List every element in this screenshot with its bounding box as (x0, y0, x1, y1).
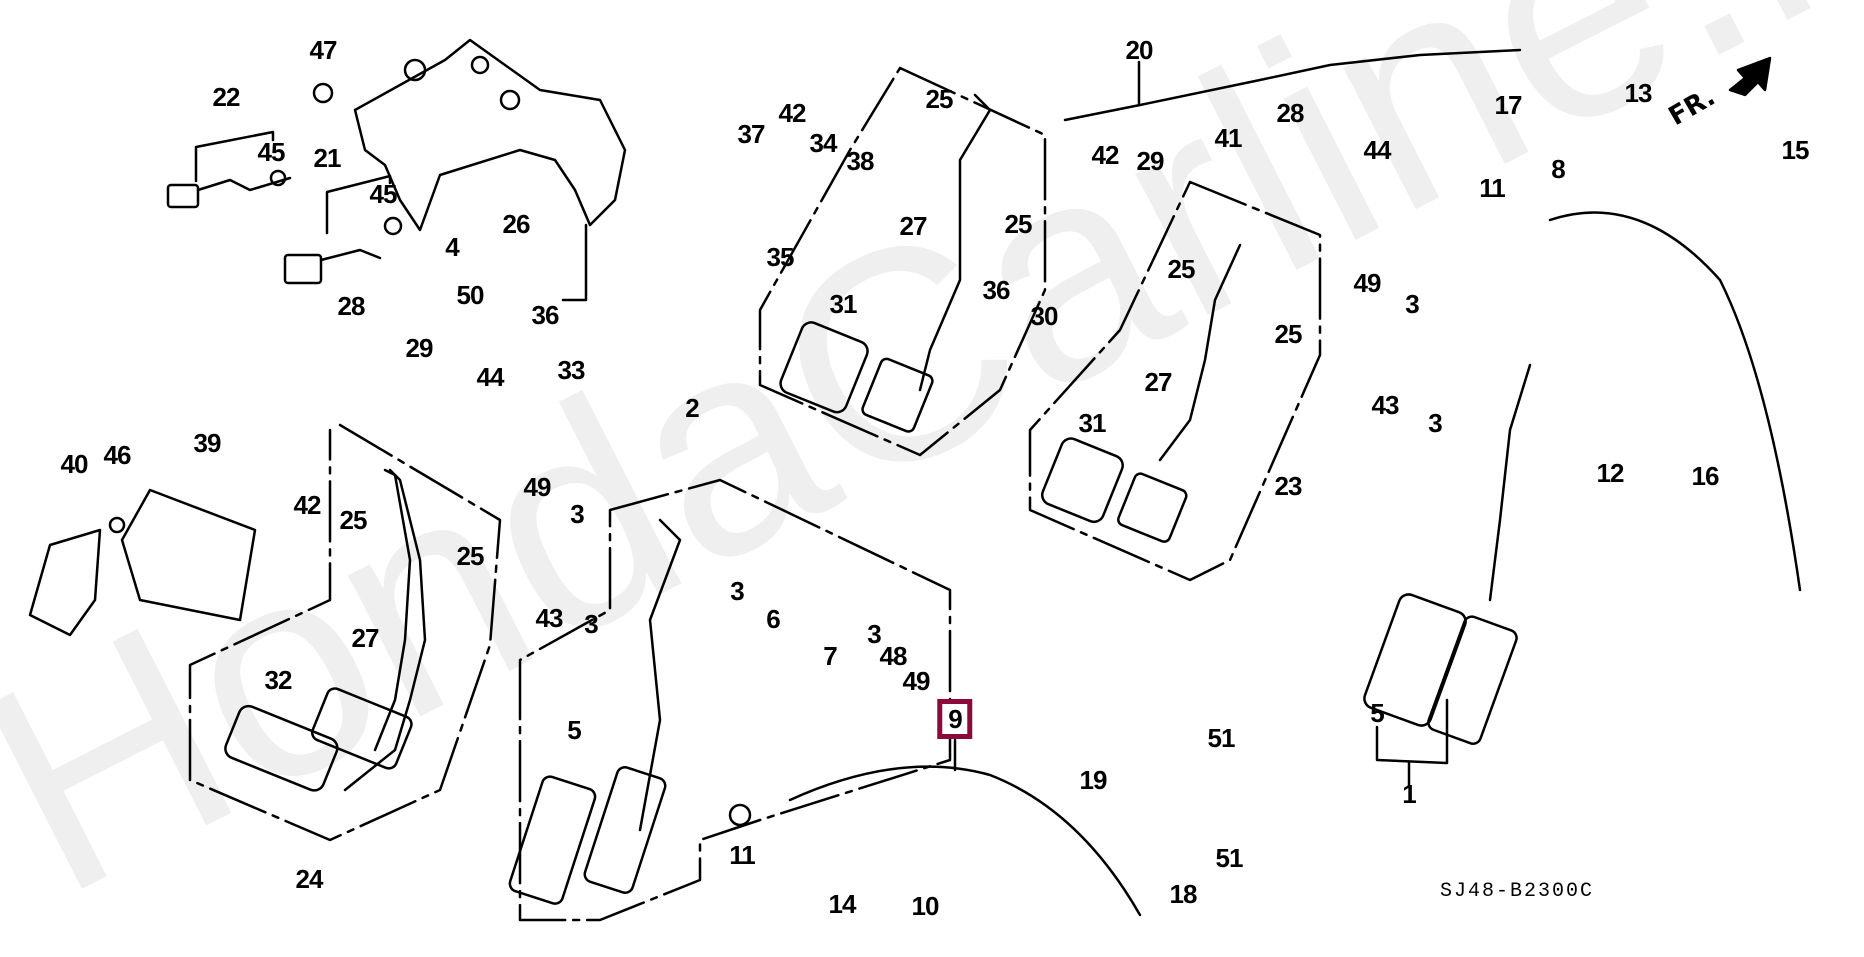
clutch-cable-part[interactable] (1063, 48, 1522, 122)
part-callout[interactable]: 12 (1596, 458, 1625, 488)
part-callout[interactable]: 36 (982, 275, 1011, 305)
part-callout[interactable]: 25 (1004, 209, 1033, 239)
part-callout[interactable]: 25 (456, 541, 485, 571)
part-callout[interactable]: 42 (778, 98, 807, 128)
part-callout[interactable]: 19 (1079, 765, 1108, 795)
part-callout[interactable]: 51 (1207, 723, 1236, 753)
part-callout[interactable]: 5 (567, 715, 582, 745)
part-callout[interactable]: 16 (1691, 461, 1720, 491)
part-callout[interactable]: 3 (1428, 408, 1443, 438)
part-callout[interactable]: 35 (766, 242, 795, 272)
part-callout[interactable]: 28 (337, 291, 366, 321)
part-callout[interactable]: 45 (369, 179, 398, 209)
part-callout[interactable]: 11 (729, 840, 755, 870)
pedal-assembly-23-part[interactable] (1028, 180, 1322, 582)
part-callout[interactable]: 51 (1215, 843, 1244, 873)
part-callout[interactable]: 28 (1276, 98, 1305, 128)
part-callout[interactable]: 46 (103, 440, 132, 470)
part-callout[interactable]: 1 (1402, 779, 1417, 809)
part-callout[interactable]: 6 (766, 604, 781, 634)
part-callout[interactable]: 41 (1214, 123, 1243, 153)
part-callout[interactable]: 43 (1371, 390, 1400, 420)
part-callout[interactable]: 25 (925, 84, 954, 114)
part-callout[interactable]: 25 (1274, 319, 1303, 349)
part-callout[interactable]: 22 (212, 82, 241, 112)
part-callout[interactable]: 15 (1781, 135, 1810, 165)
part-callout[interactable]: 13 (1624, 78, 1653, 108)
part-callout[interactable]: 50 (456, 280, 485, 310)
part-callout[interactable]: 49 (523, 472, 552, 502)
part-callout[interactable]: 49 (902, 666, 931, 696)
part-callout[interactable]: 33 (557, 355, 586, 385)
part-callout[interactable]: 8 (1551, 154, 1566, 184)
pedal-bracket-part[interactable] (353, 38, 627, 302)
part-callout[interactable]: 27 (351, 623, 380, 653)
part-callout[interactable]: 25 (1167, 254, 1196, 284)
part-callout[interactable]: 29 (405, 333, 434, 363)
part-callout[interactable]: 47 (309, 35, 338, 65)
throttle-cable-part[interactable] (728, 738, 1142, 917)
part-callout[interactable]: 38 (846, 146, 875, 176)
part-callout[interactable]: 30 (1030, 301, 1059, 331)
part-callout[interactable]: 10 (911, 891, 940, 921)
part-callout[interactable]: 11 (1479, 173, 1505, 203)
part-callout[interactable]: 31 (1078, 408, 1107, 438)
highlighted-part-callout[interactable]: 9 (937, 699, 973, 739)
part-callout[interactable]: 17 (1494, 90, 1523, 120)
clutch-pedal-part[interactable] (758, 66, 1047, 457)
part-callout[interactable]: 42 (1091, 140, 1120, 170)
part-callout[interactable]: 26 (502, 209, 531, 239)
part-callout[interactable]: 49 (1353, 268, 1382, 298)
part-callout[interactable]: 25 (339, 505, 368, 535)
part-callout[interactable]: 44 (476, 362, 505, 392)
diagram-code: SJ48-B2300C (1440, 880, 1595, 903)
part-callout[interactable]: 5 (1370, 698, 1385, 728)
part-callout[interactable]: 45 (257, 137, 286, 167)
part-callout[interactable]: 43 (535, 603, 564, 633)
part-callout[interactable]: 3 (584, 609, 599, 639)
part-callout[interactable]: 24 (295, 864, 324, 894)
part-callout[interactable]: 40 (60, 449, 89, 479)
part-callout[interactable]: 23 (1274, 471, 1303, 501)
part-callout[interactable]: 31 (829, 289, 858, 319)
part-callout[interactable]: 27 (1144, 367, 1173, 397)
part-callout[interactable]: 36 (531, 300, 560, 330)
part-callout[interactable]: 7 (823, 641, 838, 671)
part-callout[interactable]: 3 (867, 619, 882, 649)
part-callout[interactable]: 4 (445, 232, 460, 262)
part-callout[interactable]: 32 (264, 665, 293, 695)
part-callout[interactable]: 21 (313, 143, 342, 173)
part-callout[interactable]: 44 (1363, 135, 1392, 165)
part-callout[interactable]: 42 (293, 490, 322, 520)
front-direction-arrow (1728, 56, 1772, 97)
part-callout[interactable]: 2 (685, 393, 700, 423)
part-callout[interactable]: 14 (828, 889, 857, 919)
pedal-pad-part[interactable] (28, 488, 257, 637)
accelerator-pedal-right-part[interactable] (1362, 211, 1802, 787)
part-callout[interactable]: 37 (737, 119, 766, 149)
part-callout[interactable]: 3 (570, 499, 585, 529)
part-callout[interactable]: 29 (1136, 146, 1165, 176)
part-callout[interactable]: 48 (879, 641, 908, 671)
accelerator-pedal-part[interactable] (508, 478, 952, 922)
part-callout[interactable]: 3 (730, 576, 745, 606)
part-callout[interactable]: 3 (1405, 289, 1420, 319)
brake-pedal-part[interactable] (188, 423, 502, 842)
part-callout[interactable]: 39 (193, 428, 222, 458)
part-callout[interactable]: 18 (1169, 879, 1198, 909)
part-callout[interactable]: 34 (809, 128, 838, 158)
stop-switch-part[interactable] (166, 82, 403, 285)
part-callout[interactable]: 20 (1125, 35, 1154, 65)
part-callout[interactable]: 27 (899, 211, 928, 241)
